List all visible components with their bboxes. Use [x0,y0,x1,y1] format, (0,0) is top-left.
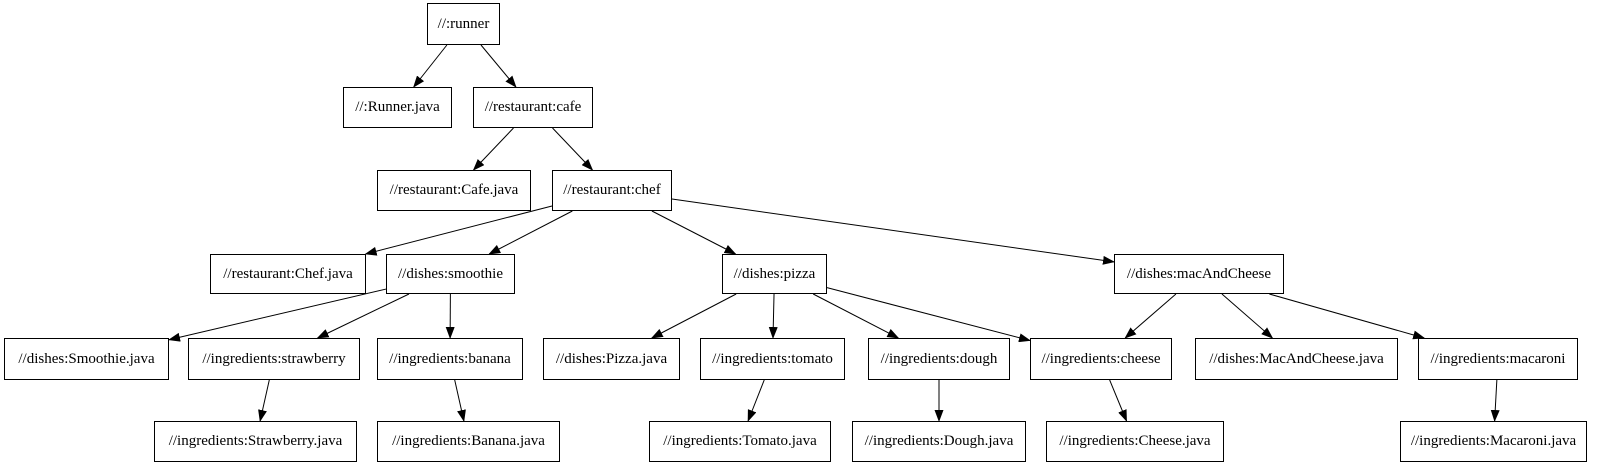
edge-chef-to-mac_and_cheese [671,198,1115,265]
edge-macaroni-to-macaroni_java [1490,379,1500,422]
edge-cheese-to-cheese_java [1109,379,1128,422]
edge-pizza-to-dough [812,293,900,339]
graph-node-strawberry: //ingredients:strawberry [188,338,360,380]
graph-node-mac_and_cheese_java: //dishes:MacAndCheese.java [1195,338,1398,380]
graph-node-macaroni_java: //ingredients:Macaroni.java [1400,421,1587,462]
edge-runner-to-cafe [480,44,517,88]
graph-node-pizza_java: //dishes:Pizza.java [543,338,680,380]
graph-node-chef_java: //restaurant:Chef.java [210,254,366,294]
graph-node-smoothie: //dishes:smoothie [386,254,515,294]
edge-tomato-to-tomato_java [747,379,765,422]
graph-node-cafe: //restaurant:cafe [473,87,593,128]
graph-node-cafe_java: //restaurant:Cafe.java [377,170,531,211]
edge-cafe-to-chef [552,127,594,171]
edge-chef-to-chef_java [364,205,553,256]
graph-node-dough: //ingredients:dough [868,338,1010,380]
edge-banana-to-banana_java [454,379,466,422]
graph-node-runner: //:runner [427,3,500,45]
edge-pizza-to-pizza_java [650,293,737,339]
edge-cafe-to-cafe_java [472,127,514,171]
graph-node-banana: //ingredients:banana [377,338,523,380]
graph-node-pizza: //dishes:pizza [722,254,827,294]
graph-node-chef: //restaurant:chef [552,170,672,211]
edge-pizza-to-cheese [826,287,1031,343]
graph-node-banana_java: //ingredients:Banana.java [377,421,560,462]
edge-mac_and_cheese-to-macaroni [1269,293,1426,340]
graph-node-smoothie_java: //dishes:Smoothie.java [4,338,169,380]
edge-smoothie-to-smoothie_java [168,288,387,342]
edge-smoothie-to-strawberry [316,293,410,339]
edge-mac_and_cheese-to-mac_and_cheese_java [1221,293,1274,339]
graph-node-cheese_java: //ingredients:Cheese.java [1046,421,1224,462]
graph-node-mac_and_cheese: //dishes:macAndCheese [1114,254,1284,294]
edge-chef-to-pizza [651,210,737,255]
graph-node-runner_java: //:Runner.java [343,87,452,128]
graph-node-tomato: //ingredients:tomato [700,338,845,380]
graph-node-dough_java: //ingredients:Dough.java [852,421,1026,462]
edge-runner-to-runner_java [413,44,448,88]
graph-node-strawberry_java: //ingredients:Strawberry.java [154,421,357,462]
graph-node-macaroni: //ingredients:macaroni [1418,338,1578,380]
graph-node-cheese: //ingredients:cheese [1030,338,1172,380]
graph-node-tomato_java: //ingredients:Tomato.java [649,421,831,462]
edge-mac_and_cheese-to-cheese [1124,293,1177,339]
edge-strawberry-to-strawberry_java [258,379,270,422]
edge-pizza-to-tomato [768,293,778,339]
edge-chef-to-smoothie [488,210,573,255]
